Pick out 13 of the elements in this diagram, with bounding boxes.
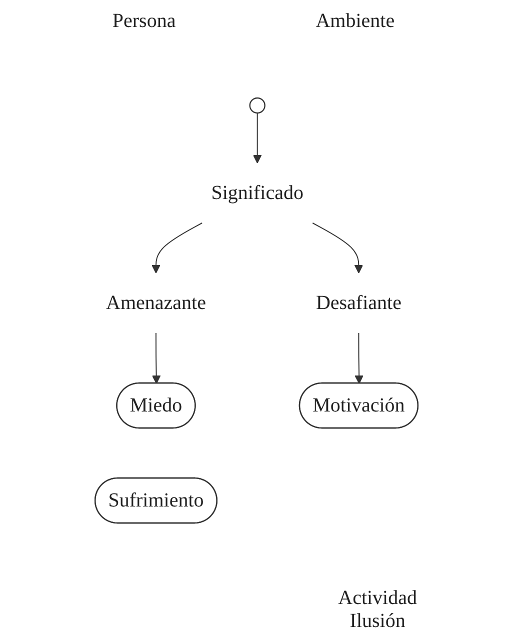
handwritten-label: Persona [112,10,176,33]
node-text: Significado [211,182,304,204]
node-circle [249,96,266,114]
handwritten-label: Ilusión [350,610,406,633]
arrow [151,222,202,273]
node-text: Desafiante [316,292,402,314]
arrow [152,332,160,384]
arrow [312,222,363,273]
node-text: Amenazante [106,292,206,314]
arrow [354,332,364,384]
arrow [252,112,262,163]
handwritten-label: Ambiente [316,10,395,33]
handwritten-label: Actividad [338,587,417,610]
